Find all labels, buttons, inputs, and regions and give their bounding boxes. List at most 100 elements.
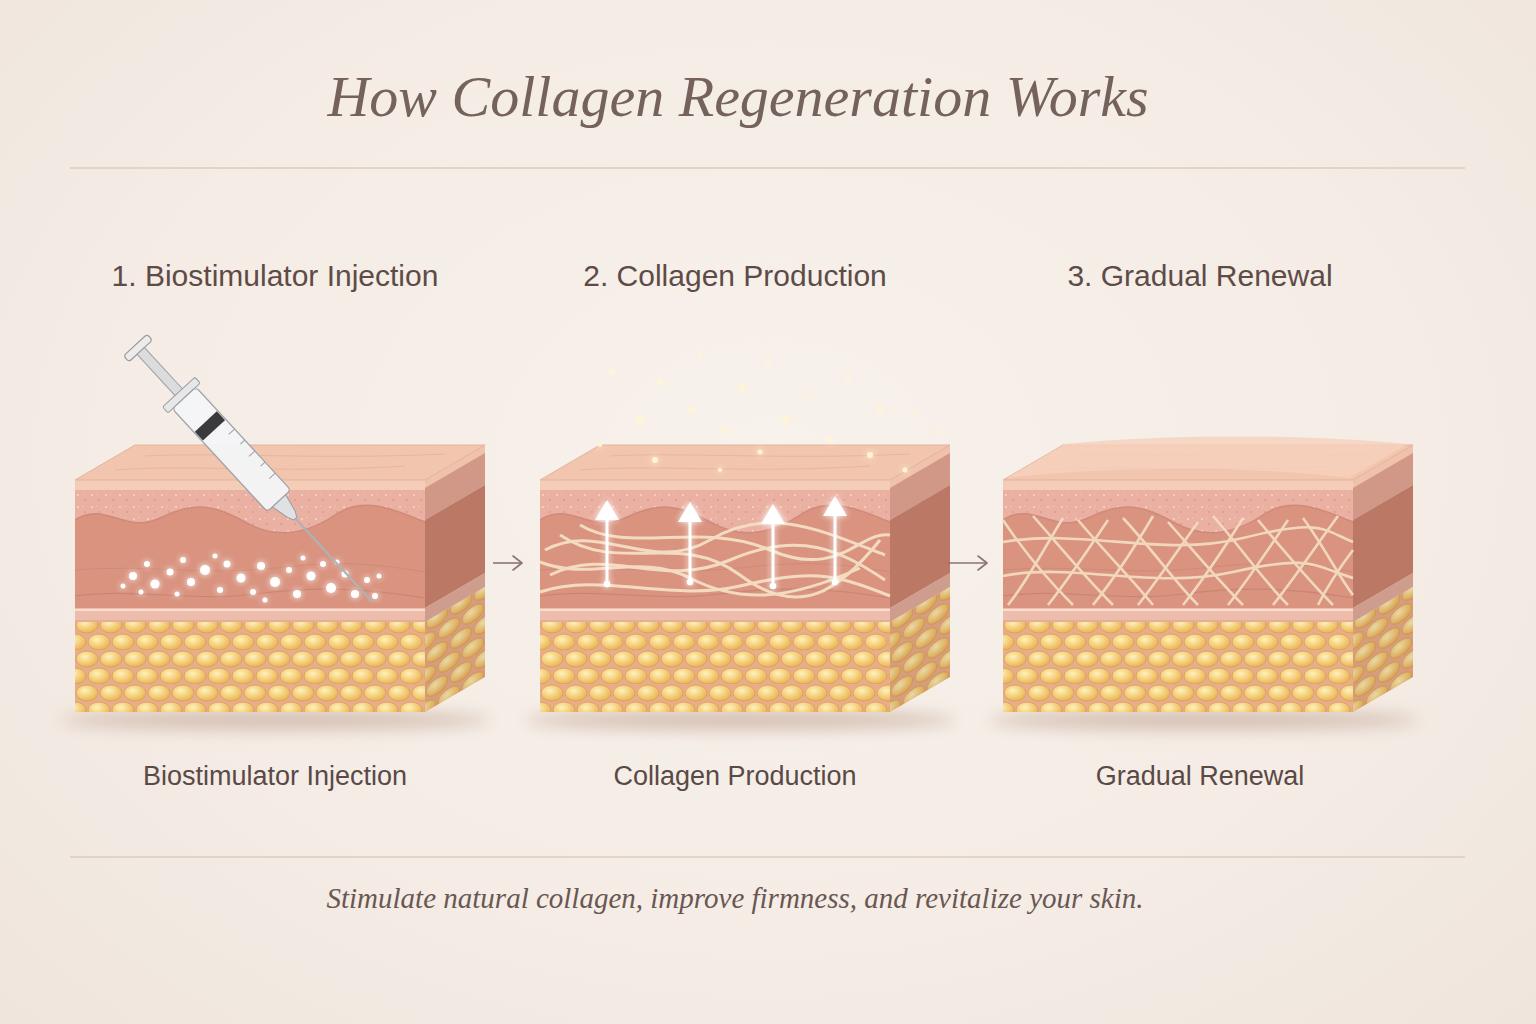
particle-dots-part (237, 574, 246, 583)
collagen-network-part (1003, 520, 1073, 605)
collagen-network-part (1123, 518, 1198, 605)
sparkles-part (766, 360, 771, 365)
particle-dots-part (213, 554, 218, 559)
particle-dots-part (320, 561, 326, 567)
sparkles-part (698, 353, 702, 357)
upward-arrows-part (606, 516, 609, 582)
particle-dots-part (139, 590, 144, 595)
syringe-part-part (261, 462, 265, 466)
upward-arrows-part (772, 520, 775, 584)
sparkles-part (783, 417, 790, 424)
collagen-network (1003, 516, 1353, 605)
collagen-network-part (1138, 522, 1198, 605)
collagen-network-part (1003, 563, 1353, 578)
particle-dots-part (187, 578, 195, 586)
collagen-fibers-part (580, 525, 890, 560)
sparkles-part (657, 379, 663, 385)
flow-arrow (948, 556, 987, 570)
particle-dots-part (121, 584, 126, 589)
sparkles-part (610, 370, 615, 375)
sparkles-part (808, 394, 812, 398)
upward-arrows-part (595, 500, 619, 520)
syringe-part (172, 387, 290, 512)
sparkles-part (598, 443, 602, 447)
upward-arrows-part (761, 504, 785, 524)
diagram-title: How Collagen Regeneration Works (0, 62, 1476, 132)
particle-dots-part (377, 574, 382, 579)
particle-dots-part (175, 592, 180, 597)
divider-line (70, 167, 1465, 169)
step-panel: 1. Biostimulator InjectionBiostimulator … (60, 258, 490, 792)
collagen-network-part (1228, 520, 1288, 605)
collagen-network-part (1093, 516, 1153, 605)
skin-block (988, 437, 1418, 731)
particle-dots-part (286, 567, 292, 573)
particle-dots-part (326, 583, 336, 593)
particle-dots-part (257, 562, 265, 570)
syringe-part-part (269, 473, 275, 478)
upward-arrows-part (689, 518, 692, 580)
upward-arrows-part (823, 496, 847, 516)
step-heading: 1. Biostimulator Injection (112, 258, 439, 294)
particle-dots-part (167, 569, 174, 576)
particle-dots-part (372, 593, 378, 599)
sparkles-part (867, 452, 873, 458)
step-heading: 3. Gradual Renewal (1067, 258, 1332, 294)
syringe-part (295, 519, 372, 602)
step-label: Gradual Renewal (1096, 760, 1305, 792)
particle-dots-part (364, 577, 370, 583)
skin-block-part (988, 445, 1418, 730)
sparkles-part (903, 468, 908, 473)
flow-arrow-part (513, 556, 522, 570)
upward-arrows (595, 496, 847, 589)
flow-arrow (493, 556, 522, 570)
skin-block-part (1007, 437, 1408, 479)
sparkles-part (846, 376, 851, 381)
syringe-part (229, 429, 276, 479)
sparkles-part (722, 427, 728, 433)
sparkles-part (828, 438, 833, 443)
divider-line (70, 856, 1465, 858)
particle-dots-part (129, 572, 137, 580)
upward-arrows-part (678, 502, 702, 522)
sparkles-part (718, 468, 722, 472)
syringe-part-part (240, 440, 244, 444)
sparkles-part (938, 430, 942, 434)
collagen-network-part (1048, 520, 1108, 605)
sparkles-part (652, 457, 658, 463)
sparkles (598, 353, 942, 473)
diagram-caption: Stimulate natural collagen, improve firm… (0, 880, 1470, 918)
upward-arrows-part (604, 581, 610, 587)
upward-arrows-part (832, 579, 838, 585)
skin-block-part (525, 445, 955, 730)
sparkles-part (637, 417, 644, 424)
sparkles-part (913, 412, 917, 416)
collagen-network-part (1008, 518, 1063, 605)
upward-arrows-part (834, 512, 837, 580)
step-heading: 2. Collagen Production (583, 258, 887, 294)
particle-dots-part (270, 577, 280, 587)
sparkles-part (758, 450, 763, 455)
flow-arrow-part (948, 562, 987, 564)
skin-block (525, 445, 955, 730)
collagen-network-part (1003, 527, 1353, 545)
particle-dots-part (151, 580, 160, 589)
particle-dots-part (200, 565, 210, 575)
upward-arrows-part (687, 579, 693, 585)
particle-dots-part (250, 589, 256, 595)
particle-dots-part (301, 556, 306, 561)
particle-dots-part (217, 587, 223, 593)
particle-dots-part (351, 590, 359, 598)
particle-dots-part (224, 561, 231, 568)
particle-dots-part (307, 572, 316, 581)
sparkles-part (688, 408, 693, 413)
particle-dots-part (263, 598, 268, 603)
step-label: Biostimulator Injection (143, 760, 407, 792)
step-panel: 3. Gradual RenewalGradual Renewal (990, 258, 1410, 792)
upward-arrows-part (770, 583, 776, 589)
flow-arrow-part (493, 562, 522, 564)
particle-dots-part (293, 590, 301, 598)
syringe (119, 330, 388, 616)
